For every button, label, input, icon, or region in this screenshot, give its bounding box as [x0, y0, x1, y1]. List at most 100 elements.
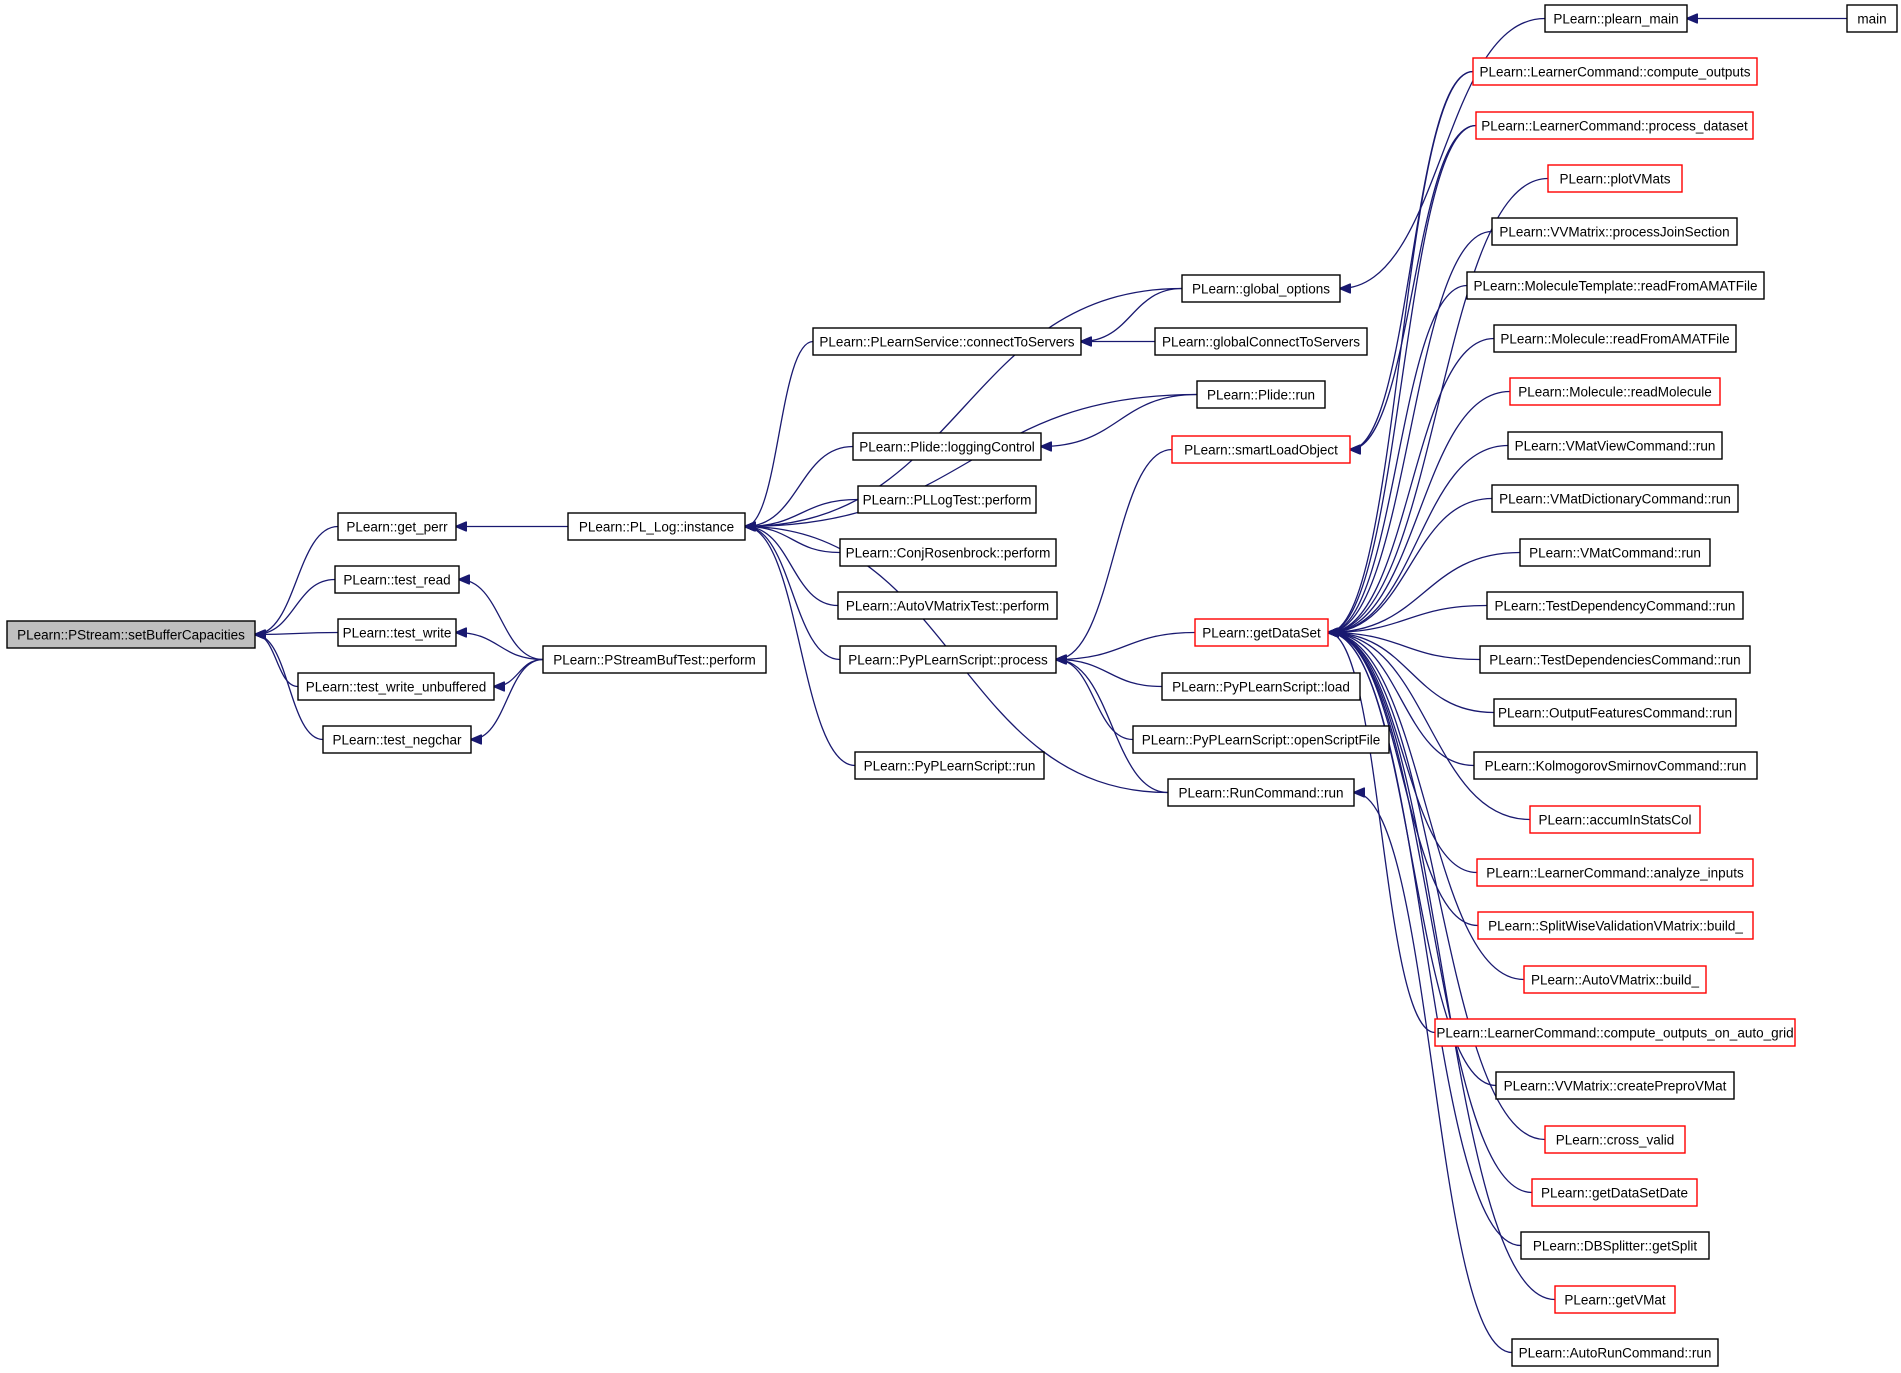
node-conjrosen[interactable]: PLearn::ConjRosenbrock::perform	[839, 538, 1057, 567]
node-box	[1509, 377, 1721, 406]
node-vmatcmd[interactable]: PLearn::VMatCommand::run	[1519, 538, 1711, 567]
node-box	[1486, 591, 1744, 620]
node-crossvalid[interactable]: PLearn::cross_valid	[1544, 1125, 1686, 1154]
node-plide-run[interactable]: PLearn::Plide::run	[1196, 380, 1326, 409]
edge-molreadmol-to-getdataset	[1328, 390, 1511, 633]
node-label: PLearn::VVMatrix::processJoinSection	[1499, 225, 1729, 240]
node-smartload[interactable]: PLearn::smartLoadObject	[1171, 435, 1351, 464]
node-process-dataset[interactable]: PLearn::LearnerCommand::process_dataset	[1475, 111, 1754, 140]
edge-testdeps-to-getdataset	[1328, 633, 1481, 661]
node-label: PLearn::Plide::loggingControl	[859, 440, 1035, 455]
node-box	[1493, 324, 1737, 353]
edge-logging-to-pl-log	[745, 445, 854, 527]
node-label: PLearn::RunCommand::run	[1178, 786, 1343, 801]
node-dbsplit[interactable]: PLearn::DBSplitter::getSplit	[1520, 1231, 1710, 1260]
node-compute-outputs[interactable]: PLearn::LearnerCommand::compute_outputs	[1472, 57, 1758, 86]
node-accum[interactable]: PLearn::accumInStatsCol	[1529, 805, 1701, 834]
node-box	[857, 485, 1037, 514]
node-createprepro[interactable]: PLearn::VVMatrix::createPreproVMat	[1495, 1071, 1735, 1100]
node-testdeps[interactable]: PLearn::TestDependenciesCommand::run	[1479, 645, 1751, 674]
node-box	[1479, 645, 1751, 674]
node-connect[interactable]: PLearn::PLearnService::connectToServers	[812, 327, 1082, 356]
node-label: PLearn::PyPLearnScript::load	[1172, 680, 1350, 695]
node-label: PLearn::PLLogTest::perform	[863, 493, 1032, 508]
node-box	[297, 672, 495, 701]
node-pyopen[interactable]: PLearn::PyPLearnScript::openScriptFile	[1132, 725, 1390, 754]
edge-pyprocess-to-pl-log	[745, 527, 841, 661]
node-test-negchar[interactable]: PLearn::test_negchar	[322, 725, 472, 754]
node-label: PLearn::accumInStatsCol	[1538, 813, 1691, 828]
node-box	[567, 512, 746, 541]
node-autovmtest[interactable]: PLearn::AutoVMatrixTest::perform	[837, 591, 1058, 620]
node-pstreambuftest[interactable]: PLearn::PStreamBufTest::perform	[542, 645, 767, 674]
node-runcommand[interactable]: PLearn::RunCommand::run	[1167, 778, 1355, 807]
node-label: PLearn::plotVMats	[1559, 172, 1670, 187]
node-pyrun[interactable]: PLearn::PyPLearnScript::run	[854, 751, 1045, 780]
node-box	[1154, 327, 1368, 356]
node-plotvmats[interactable]: PLearn::plotVMats	[1547, 164, 1683, 193]
node-box	[1495, 1071, 1735, 1100]
node-label: PLearn::KolmogorovSmirnovCommand::run	[1485, 759, 1747, 774]
node-plltest[interactable]: PLearn::PLLogTest::perform	[857, 485, 1037, 514]
node-label: PLearn::OutputFeaturesCommand::run	[1498, 706, 1732, 721]
node-get-perr[interactable]: PLearn::get_perr	[337, 512, 457, 541]
node-vmatdict[interactable]: PLearn::VMatDictionaryCommand::run	[1491, 484, 1739, 513]
node-box	[1511, 1338, 1719, 1367]
node-box	[1476, 858, 1754, 887]
node-processjoin[interactable]: PLearn::VVMatrix::processJoinSection	[1491, 217, 1738, 246]
node-box	[1493, 698, 1737, 727]
edge-crossvalid-to-getdataset	[1328, 633, 1546, 1141]
node-pyprocess[interactable]: PLearn::PyPLearnScript::process	[839, 645, 1057, 674]
node-box	[1846, 4, 1898, 33]
node-label: PLearn::Molecule::readMolecule	[1518, 385, 1712, 400]
node-pyload[interactable]: PLearn::PyPLearnScript::load	[1161, 672, 1361, 701]
edge-test-read-to-root	[255, 578, 336, 635]
node-label: PLearn::PyPLearnScript::run	[864, 759, 1036, 774]
node-outfeat[interactable]: PLearn::OutputFeaturesCommand::run	[1493, 698, 1737, 727]
node-label: PLearn::global_options	[1192, 282, 1330, 297]
node-label: PLearn::PLearnService::connectToServers	[819, 335, 1074, 350]
node-label: PLearn::test_read	[343, 573, 450, 588]
node-label: PLearn::LearnerCommand::compute_outputs_…	[1436, 1026, 1793, 1041]
node-box	[1547, 164, 1683, 193]
node-autovm-build[interactable]: PLearn::AutoVMatrix::build_	[1523, 965, 1707, 994]
node-kolmo[interactable]: PLearn::KolmogorovSmirnovCommand::run	[1473, 751, 1758, 780]
node-box	[1161, 672, 1361, 701]
edge-molread-to-getdataset	[1328, 337, 1495, 633]
node-logging[interactable]: PLearn::Plide::loggingControl	[852, 432, 1042, 461]
node-test-write-unbuffered[interactable]: PLearn::test_write_unbuffered	[297, 672, 495, 701]
node-getdatasetdate[interactable]: PLearn::getDataSetDate	[1531, 1178, 1698, 1207]
node-autorun[interactable]: PLearn::AutoRunCommand::run	[1511, 1338, 1719, 1367]
node-box	[1194, 618, 1329, 647]
node-getvmat[interactable]: PLearn::getVMat	[1554, 1285, 1676, 1314]
node-box	[1531, 1178, 1698, 1207]
node-splitwise[interactable]: PLearn::SplitWiseValidationVMatrix::buil…	[1477, 911, 1754, 940]
node-globalconnect[interactable]: PLearn::globalConnectToServers	[1154, 327, 1368, 356]
node-compute-auto[interactable]: PLearn::LearnerCommand::compute_outputs_…	[1434, 1018, 1796, 1047]
node-label: PLearn::plearn_main	[1553, 12, 1678, 27]
node-label: PLearn::get_perr	[346, 520, 448, 535]
node-plearn-main[interactable]: PLearn::plearn_main	[1544, 4, 1688, 33]
node-vmatview[interactable]: PLearn::VMatViewCommand::run	[1507, 431, 1723, 460]
node-molreadmol[interactable]: PLearn::Molecule::readMolecule	[1509, 377, 1721, 406]
node-box	[812, 327, 1082, 356]
node-box	[6, 620, 256, 649]
node-test-write[interactable]: PLearn::test_write	[337, 618, 457, 647]
node-testdep[interactable]: PLearn::TestDependencyCommand::run	[1486, 591, 1744, 620]
node-root[interactable]: PLearn::PStream::setBufferCapacities	[6, 620, 256, 649]
node-analyze[interactable]: PLearn::LearnerCommand::analyze_inputs	[1476, 858, 1754, 887]
edge-autovm-build-to-getdataset	[1328, 633, 1525, 981]
node-box	[1544, 1125, 1686, 1154]
node-pl-log[interactable]: PLearn::PL_Log::instance	[567, 512, 746, 541]
edge-pstreambuftest-to-test-write	[456, 633, 544, 661]
node-moltemplate[interactable]: PLearn::MoleculeTemplate::readFromAMATFi…	[1466, 271, 1765, 300]
node-getdataset[interactable]: PLearn::getDataSet	[1194, 618, 1329, 647]
node-molread[interactable]: PLearn::Molecule::readFromAMATFile	[1493, 324, 1737, 353]
edge-vmatview-to-getdataset	[1328, 444, 1509, 633]
node-global-options[interactable]: PLearn::global_options	[1181, 274, 1341, 303]
node-box	[1472, 57, 1758, 86]
node-main[interactable]: main	[1846, 4, 1898, 33]
edge-autovmtest-to-pl-log	[745, 527, 839, 607]
node-test-read[interactable]: PLearn::test_read	[334, 565, 460, 594]
